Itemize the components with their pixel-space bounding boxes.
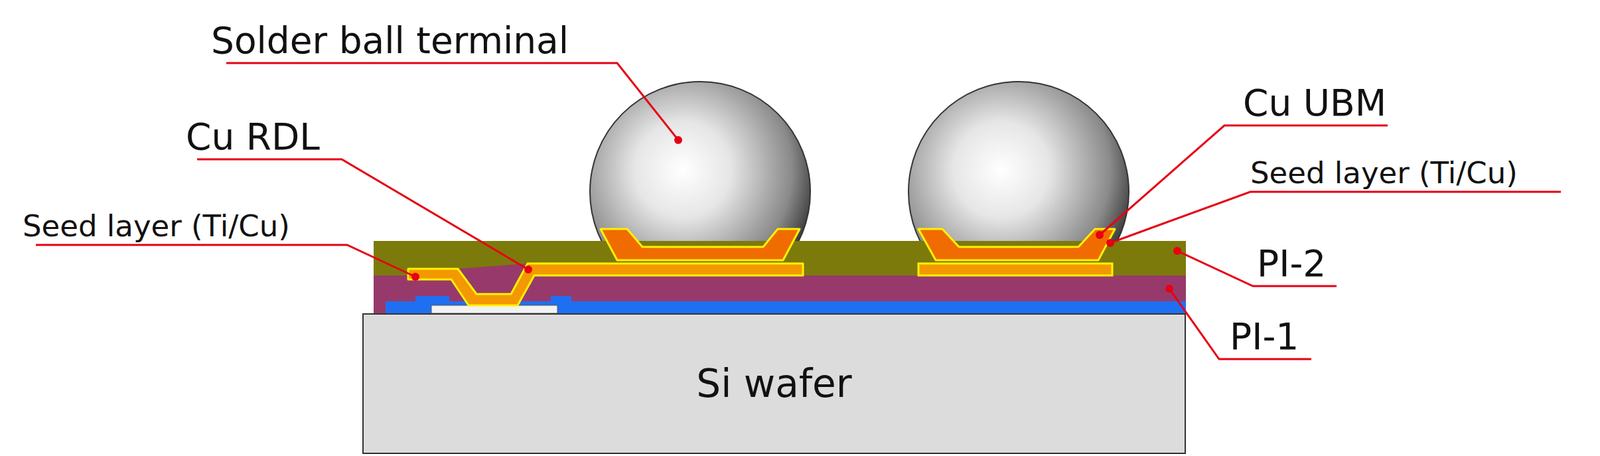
part-label: Seed layer (Ti/Cu) bbox=[22, 209, 291, 244]
cu-rdl-pad bbox=[918, 263, 1113, 276]
cu-ubm bbox=[600, 228, 800, 261]
leader-dot bbox=[1173, 246, 1182, 255]
leader-line bbox=[1169, 288, 1312, 360]
part-label: Seed layer (Ti/Cu) bbox=[1250, 155, 1518, 191]
node-label: Si wafer bbox=[696, 361, 852, 407]
cu-rdl bbox=[408, 263, 803, 306]
leader-dots bbox=[411, 136, 1182, 293]
part-label: PI-1 bbox=[1229, 315, 1299, 358]
al-pad bbox=[431, 305, 558, 314]
leader-dot bbox=[524, 265, 533, 274]
part-label: Solder ball terminal bbox=[211, 19, 569, 62]
part-label: PI-2 bbox=[1256, 242, 1326, 285]
leader-dot bbox=[1106, 238, 1115, 247]
part-label: Cu UBM bbox=[1242, 82, 1387, 125]
leader-dot bbox=[1165, 284, 1174, 293]
leader-dot bbox=[674, 136, 683, 145]
leader-dot bbox=[1095, 230, 1104, 239]
leader-line bbox=[1110, 191, 1561, 243]
solder-ball bbox=[908, 81, 1129, 302]
part-label: Cu RDL bbox=[185, 116, 320, 158]
leader-dot bbox=[411, 272, 420, 281]
cu-ubm bbox=[918, 228, 1115, 261]
substrate-block: Si wafer bbox=[362, 313, 1186, 454]
leader-line bbox=[35, 244, 416, 277]
